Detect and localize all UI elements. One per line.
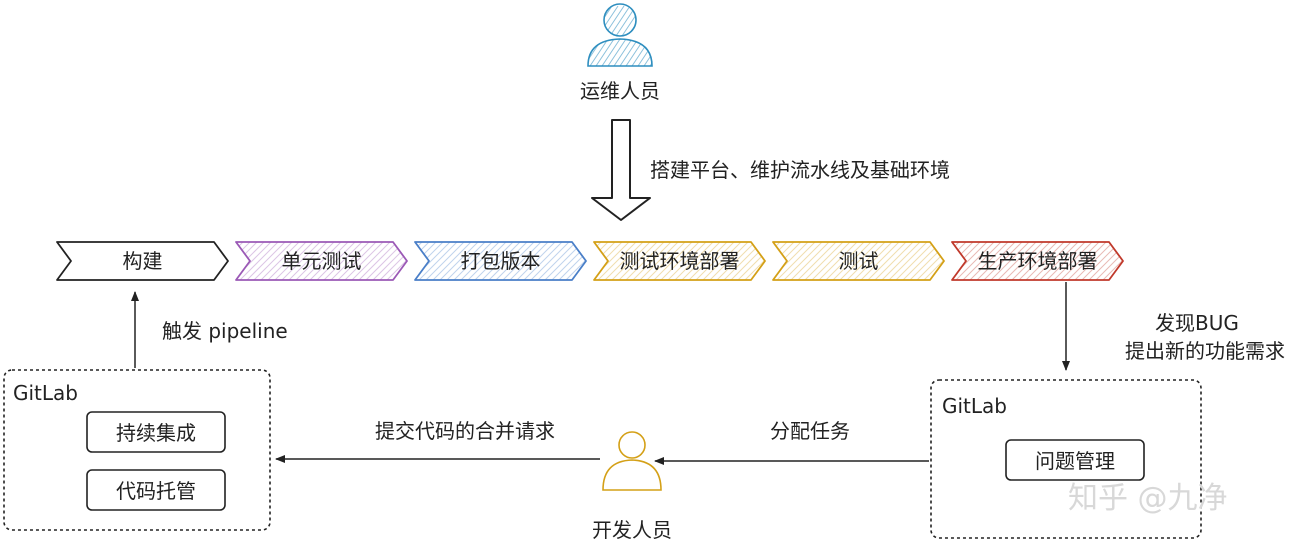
pipeline-stage: 测试 bbox=[772, 241, 945, 281]
gitlab-left-title: GitLab bbox=[13, 381, 78, 405]
gitlab-right-item: 问题管理 bbox=[1005, 439, 1145, 481]
svg-text:问题管理: 问题管理 bbox=[1035, 449, 1115, 473]
gitlab-left-box: GitLab 持续集成 代码托管 bbox=[3, 369, 271, 531]
pipeline-stage: 测试环境部署 bbox=[593, 241, 766, 281]
ops-person-label: 运维人员 bbox=[580, 79, 660, 103]
pipeline-stage: 打包版本 bbox=[414, 241, 587, 281]
trigger-label: 触发 pipeline bbox=[162, 319, 288, 343]
svg-text:代码托管: 代码托管 bbox=[116, 479, 196, 503]
pipeline-stage-label: 构建 bbox=[123, 249, 163, 273]
bug-label-line2: 提出新的功能需求 bbox=[1125, 339, 1285, 363]
ops-person-icon bbox=[587, 3, 653, 67]
svg-text:持续集成: 持续集成 bbox=[116, 421, 196, 445]
gitlab-left-item: 持续集成 bbox=[86, 411, 226, 453]
ops-down-arrow bbox=[591, 119, 651, 221]
gitlab-right-box: GitLab 问题管理 bbox=[930, 379, 1202, 539]
pipeline-stage: 构建 bbox=[56, 241, 229, 281]
pipeline-stage-label: 生产环境部署 bbox=[978, 249, 1098, 273]
ops-action-label: 搭建平台、维护流水线及基础环境 bbox=[650, 158, 950, 182]
gitlab-left-item: 代码托管 bbox=[86, 469, 226, 511]
pipeline-stage: 单元测试 bbox=[235, 241, 408, 281]
pipeline-stage-label: 测试 bbox=[839, 249, 879, 273]
watermark: 知乎 @九净 bbox=[1068, 481, 1228, 516]
dev-person-label: 开发人员 bbox=[592, 518, 672, 542]
merge-request-label: 提交代码的合并请求 bbox=[375, 419, 555, 443]
pipeline-stage-label: 测试环境部署 bbox=[620, 249, 740, 273]
gitlab-right-title: GitLab bbox=[942, 394, 1007, 418]
pipeline-stage-label: 单元测试 bbox=[282, 249, 362, 273]
pipeline-stages: 构建 单元测试 打包版本 测试环境部署 测试 生产环境部署 bbox=[56, 241, 1124, 281]
assign-label: 分配任务 bbox=[770, 419, 850, 443]
dev-person-icon bbox=[602, 431, 662, 491]
pipeline-stage-label: 打包版本 bbox=[461, 249, 541, 273]
pipeline-stage: 生产环境部署 bbox=[951, 241, 1124, 281]
bug-label-line1: 发现BUG bbox=[1155, 311, 1239, 335]
